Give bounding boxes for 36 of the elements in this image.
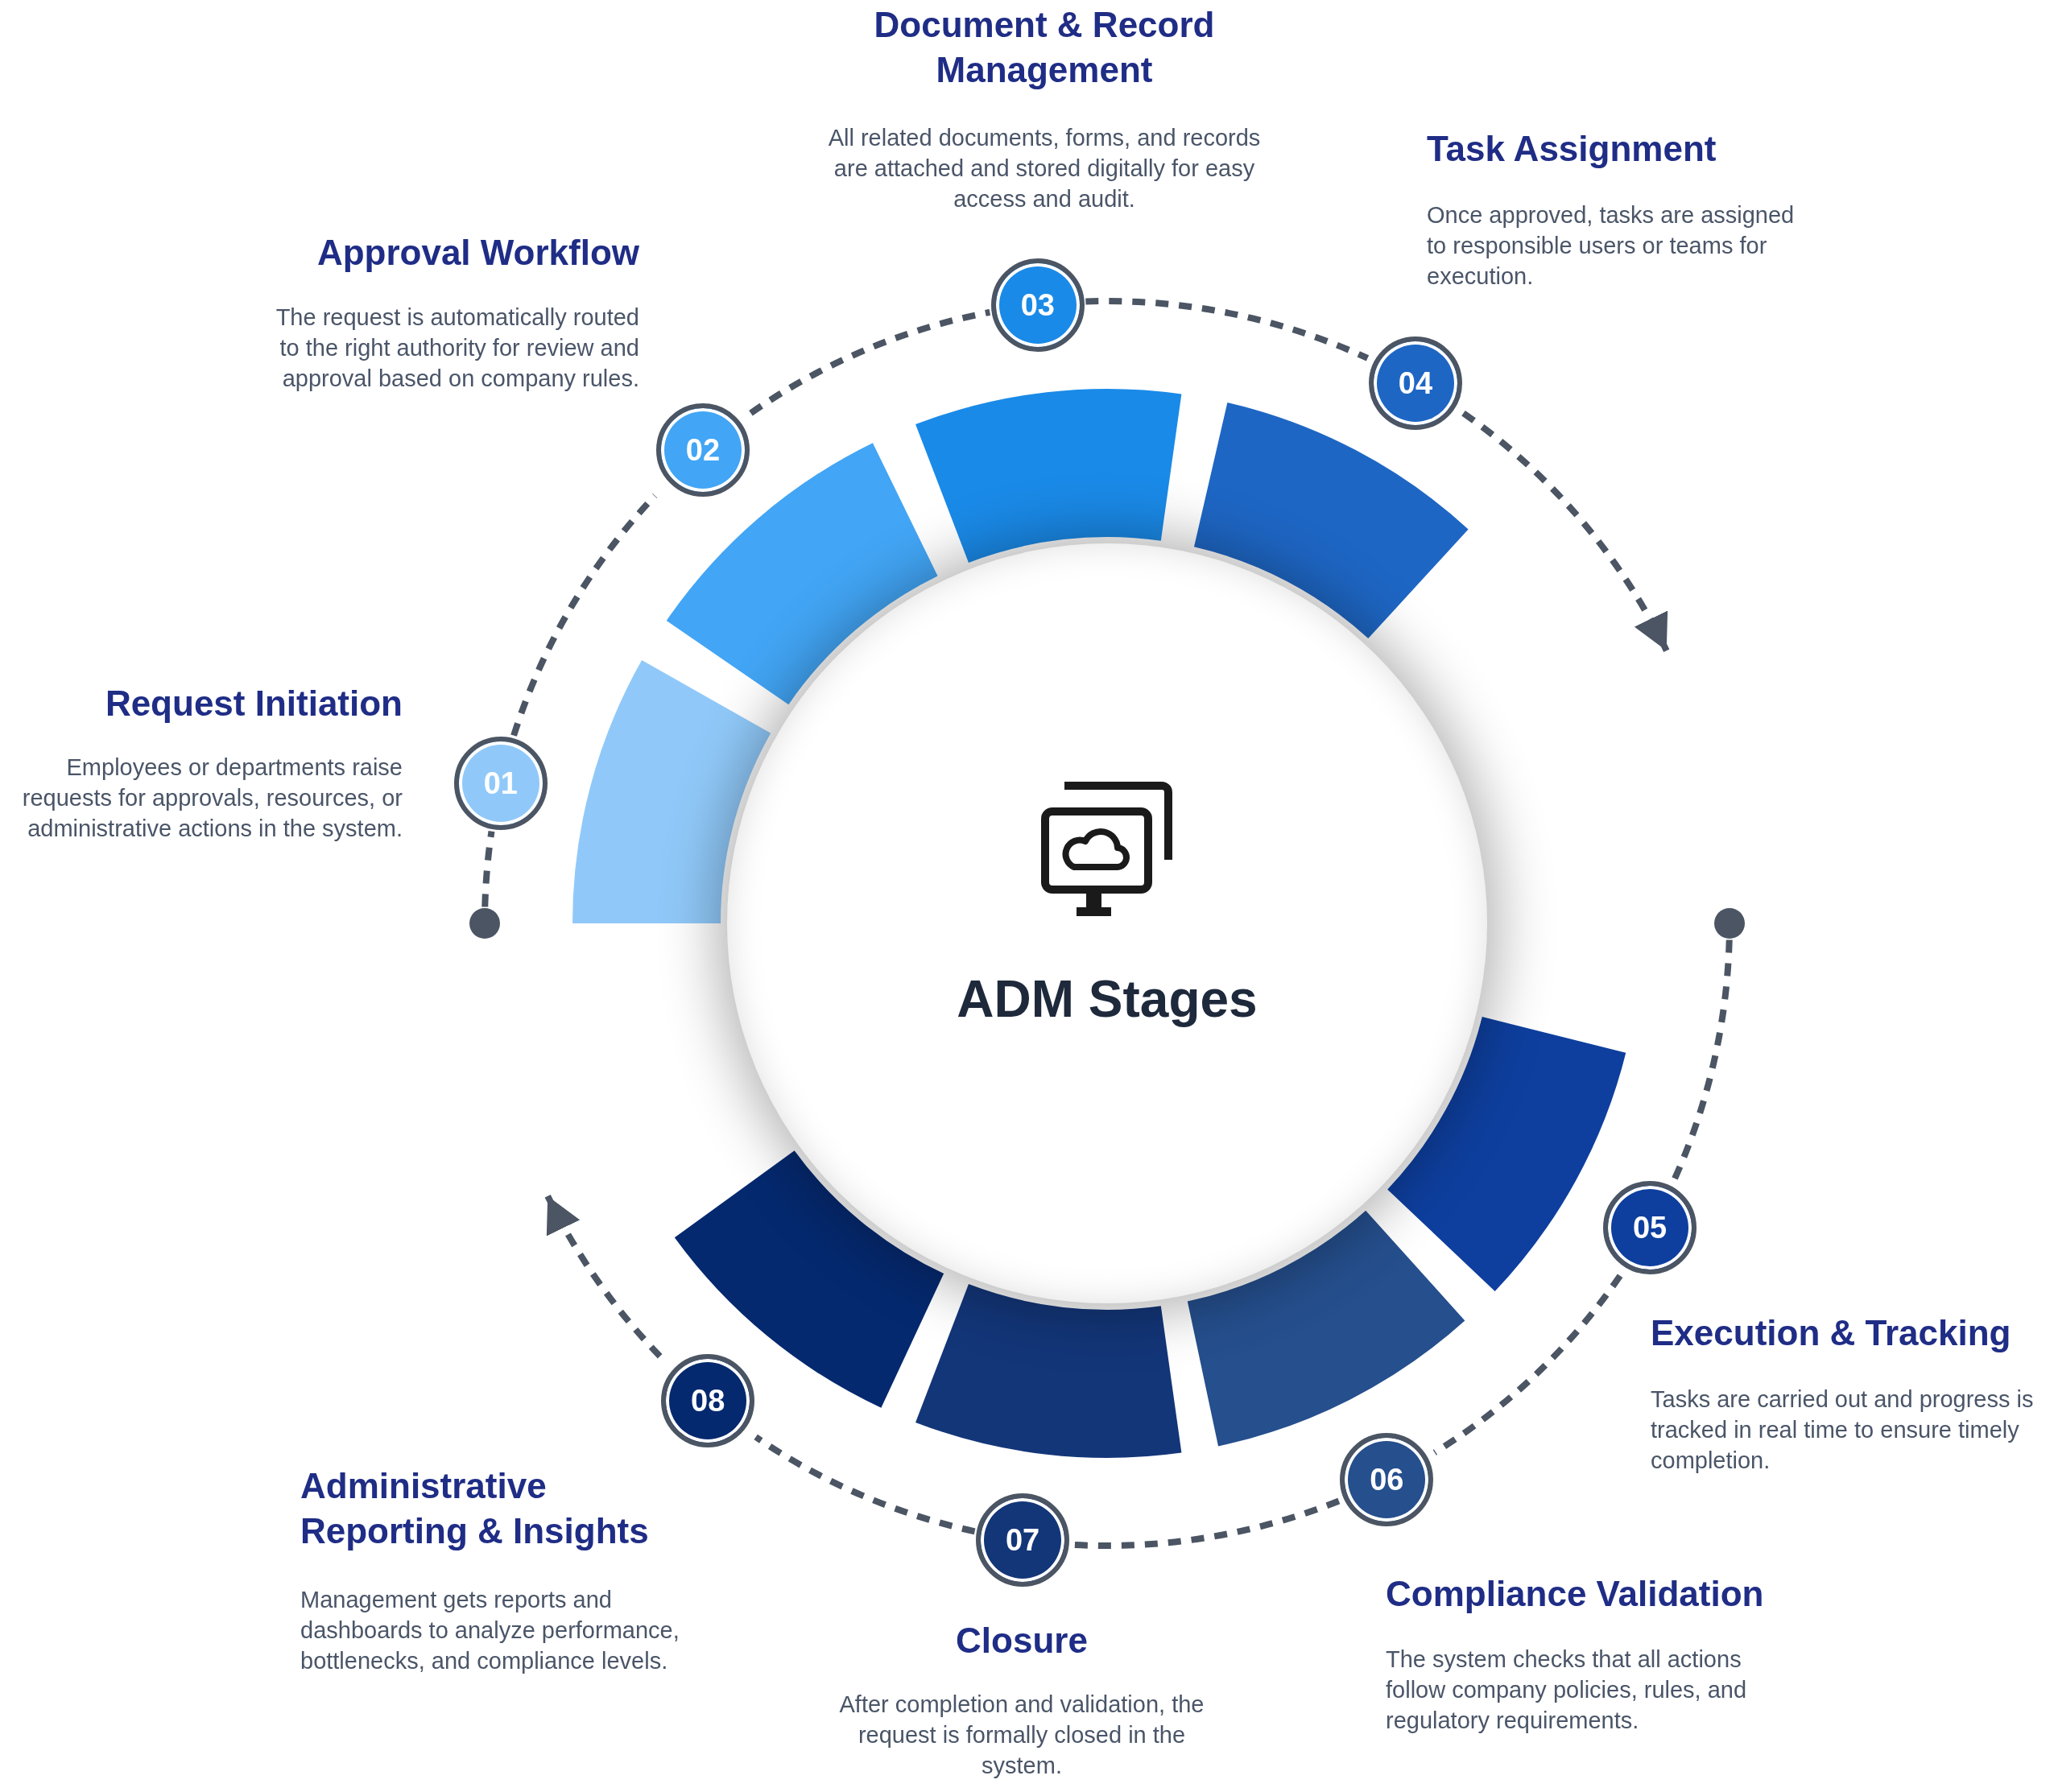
step-number: 01 [483, 768, 518, 799]
step-number: 06 [1370, 1464, 1404, 1495]
step-number: 07 [1005, 1524, 1040, 1555]
stage-description: Management gets reports and dashboards to analyze performance, bottlenecks, and compliance levels. [300, 1586, 680, 1675]
stage-description: Employees or departments raise requests for approvals, resources, or administrative actions in the system. [21, 754, 403, 843]
stage-description: Tasks are carried out and progress is tracked in real time to ensure timely completion. [1651, 1385, 2035, 1475]
dashed-connector-line [1085, 298, 1369, 361]
start-dot [1714, 908, 1745, 939]
dashed-connector-line [481, 831, 495, 907]
dashed-connector-line [754, 1434, 976, 1535]
dashed-connector-line [1671, 939, 1733, 1182]
stage-heading: Request Initiation [105, 683, 403, 725]
center-title: ADM Stages [957, 969, 1258, 1030]
dashed-connector-line [1432, 1274, 1623, 1455]
stage-description: The request is automatically routed to the right authority for review and approval based on company rules. [275, 303, 639, 393]
dashed-arrow [1461, 411, 1670, 653]
stage-heading: Document & Record Management [873, 4, 1216, 91]
start-dot [469, 908, 500, 939]
dashed-arrow [544, 1194, 663, 1359]
step-number: 03 [1020, 289, 1055, 320]
stage-description: Once approved, tasks are assigned to responsible users or teams for execution. [1427, 201, 1796, 291]
step-number: 02 [685, 435, 721, 466]
step-number: 08 [691, 1385, 725, 1416]
stage-heading: Closure [956, 1620, 1088, 1662]
step-number: 04 [1398, 367, 1433, 398]
stage-heading: Administrative Reporting & Insights [300, 1465, 650, 1552]
stage-heading: Approval Workflow [316, 232, 639, 274]
stage-heading: Compliance Validation [1386, 1573, 1764, 1615]
stage-description: All related documents, forms, and records are attached and stored digitally for easy access and audit. [827, 124, 1262, 213]
stage-heading: Execution & Tracking [1651, 1312, 2011, 1354]
stage-description: The system checks that all actions follow company policies, rules, and regulatory requirements. [1386, 1645, 1748, 1735]
stage-description: After completion and validation, the request is formally closed in the system. [838, 1691, 1205, 1780]
dashed-connector-line [510, 493, 658, 737]
step-number: 05 [1632, 1212, 1668, 1244]
dashed-connector-line [749, 308, 991, 416]
stage-heading: Task Assignment [1427, 128, 1717, 170]
